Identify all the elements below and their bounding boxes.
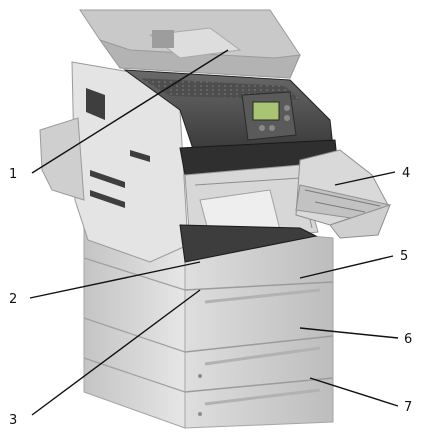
callout-2: 2 (9, 292, 17, 307)
output-stacker (79, 9, 301, 79)
callout-lines (29, 49, 399, 416)
front-door-ledge (179, 224, 318, 263)
callout-7: 7 (404, 400, 412, 415)
callout-4: 4 (402, 166, 410, 181)
callout-5: 5 (400, 249, 408, 264)
control-panel (241, 91, 297, 141)
callouts: 1 2 3 4 5 6 7 (9, 166, 412, 428)
side-vent-slots (86, 88, 150, 208)
callout-1: 1 (9, 167, 17, 182)
multipurpose-feeder (295, 149, 391, 239)
left-feeder-tray (39, 117, 85, 201)
callout-6: 6 (404, 332, 412, 347)
lcd-display (252, 101, 280, 121)
callout-3: 3 (9, 413, 17, 428)
